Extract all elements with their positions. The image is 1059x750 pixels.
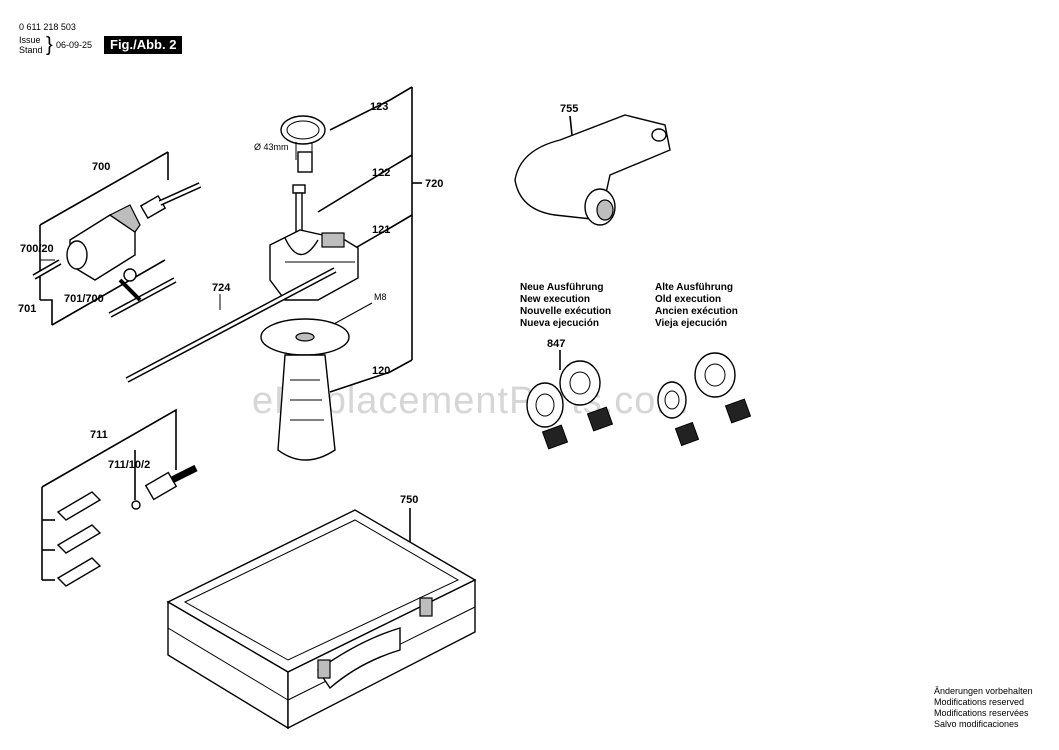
callout-847: 847 xyxy=(547,338,565,350)
aux-handle-120 xyxy=(260,318,350,461)
note-es: Salvo modificaciones xyxy=(934,719,1019,729)
leader-755 xyxy=(569,115,573,136)
note-de: Änderungen vorbehalten xyxy=(934,686,1033,696)
variant-old-es: Vieja ejecución xyxy=(655,318,728,329)
screw-700-20 xyxy=(32,259,62,280)
variant-new-fr: Nouvelle exécution xyxy=(520,306,612,317)
depth-rod-724 xyxy=(125,267,337,383)
diameter-label: Ø 43mm xyxy=(254,142,289,152)
screw-122 xyxy=(292,184,306,234)
clamp-block-121 xyxy=(269,229,359,301)
adapters-new-847 xyxy=(526,360,614,450)
variant-old-en: Old execution xyxy=(655,294,722,305)
callout-720: 720 xyxy=(425,178,443,190)
part-number: 0 611 218 503 xyxy=(19,22,76,32)
callout-711-10-2: 711/10/2 xyxy=(108,459,150,471)
angle-attachment-755 xyxy=(514,114,671,226)
figure-label: Fig./Abb. 2 xyxy=(104,36,183,54)
variant-new-es: Nueva ejecución xyxy=(520,318,599,329)
callout-701-700: 701/700 xyxy=(64,293,104,305)
variant-new: Neue Ausführung New execution Nouvelle e… xyxy=(520,282,611,330)
carrying-case-750 xyxy=(166,509,477,730)
variant-old-de: Alte Ausführung xyxy=(655,282,733,293)
modification-notes: Änderungen vorbehalten Modifications res… xyxy=(934,686,1033,730)
bit-set-711 xyxy=(56,464,198,587)
callout-755: 755 xyxy=(560,103,578,115)
bracket-700 xyxy=(39,151,169,326)
variant-old-fr: Ancien exécution xyxy=(655,306,738,317)
brace: } xyxy=(46,34,53,56)
chuck-key-701-700 xyxy=(108,268,177,318)
callout-700-20: 700/20 xyxy=(20,243,54,255)
callout-750: 750 xyxy=(400,494,418,506)
callout-121: 121 xyxy=(372,224,390,236)
note-fr: Modifications reservées xyxy=(934,708,1029,718)
note-en: Modifications reserved xyxy=(934,697,1025,707)
variant-old: Alte Ausführung Old execution Ancien exé… xyxy=(655,282,738,330)
variant-new-de: Neue Ausführung xyxy=(520,282,604,293)
stand-label: Stand xyxy=(19,45,43,55)
drill-chuck-700 xyxy=(66,182,202,281)
variant-new-en: New execution xyxy=(520,294,591,305)
callout-123: 123 xyxy=(370,101,388,113)
bracket-720 xyxy=(317,86,422,393)
clamp-ring-123 xyxy=(280,115,326,173)
callout-120: 120 xyxy=(372,365,390,377)
issue-label: Issue xyxy=(19,35,41,45)
callout-m8: M8 xyxy=(374,292,387,302)
callout-700: 700 xyxy=(92,161,110,173)
issue-date: 06-09-25 xyxy=(56,40,93,50)
bracket-711 xyxy=(41,408,177,581)
callout-724: 724 xyxy=(212,282,231,294)
adapters-old-847 xyxy=(657,352,752,447)
callout-701: 701 xyxy=(18,303,36,315)
callout-122: 122 xyxy=(372,167,390,179)
callout-711: 711 xyxy=(90,429,108,441)
